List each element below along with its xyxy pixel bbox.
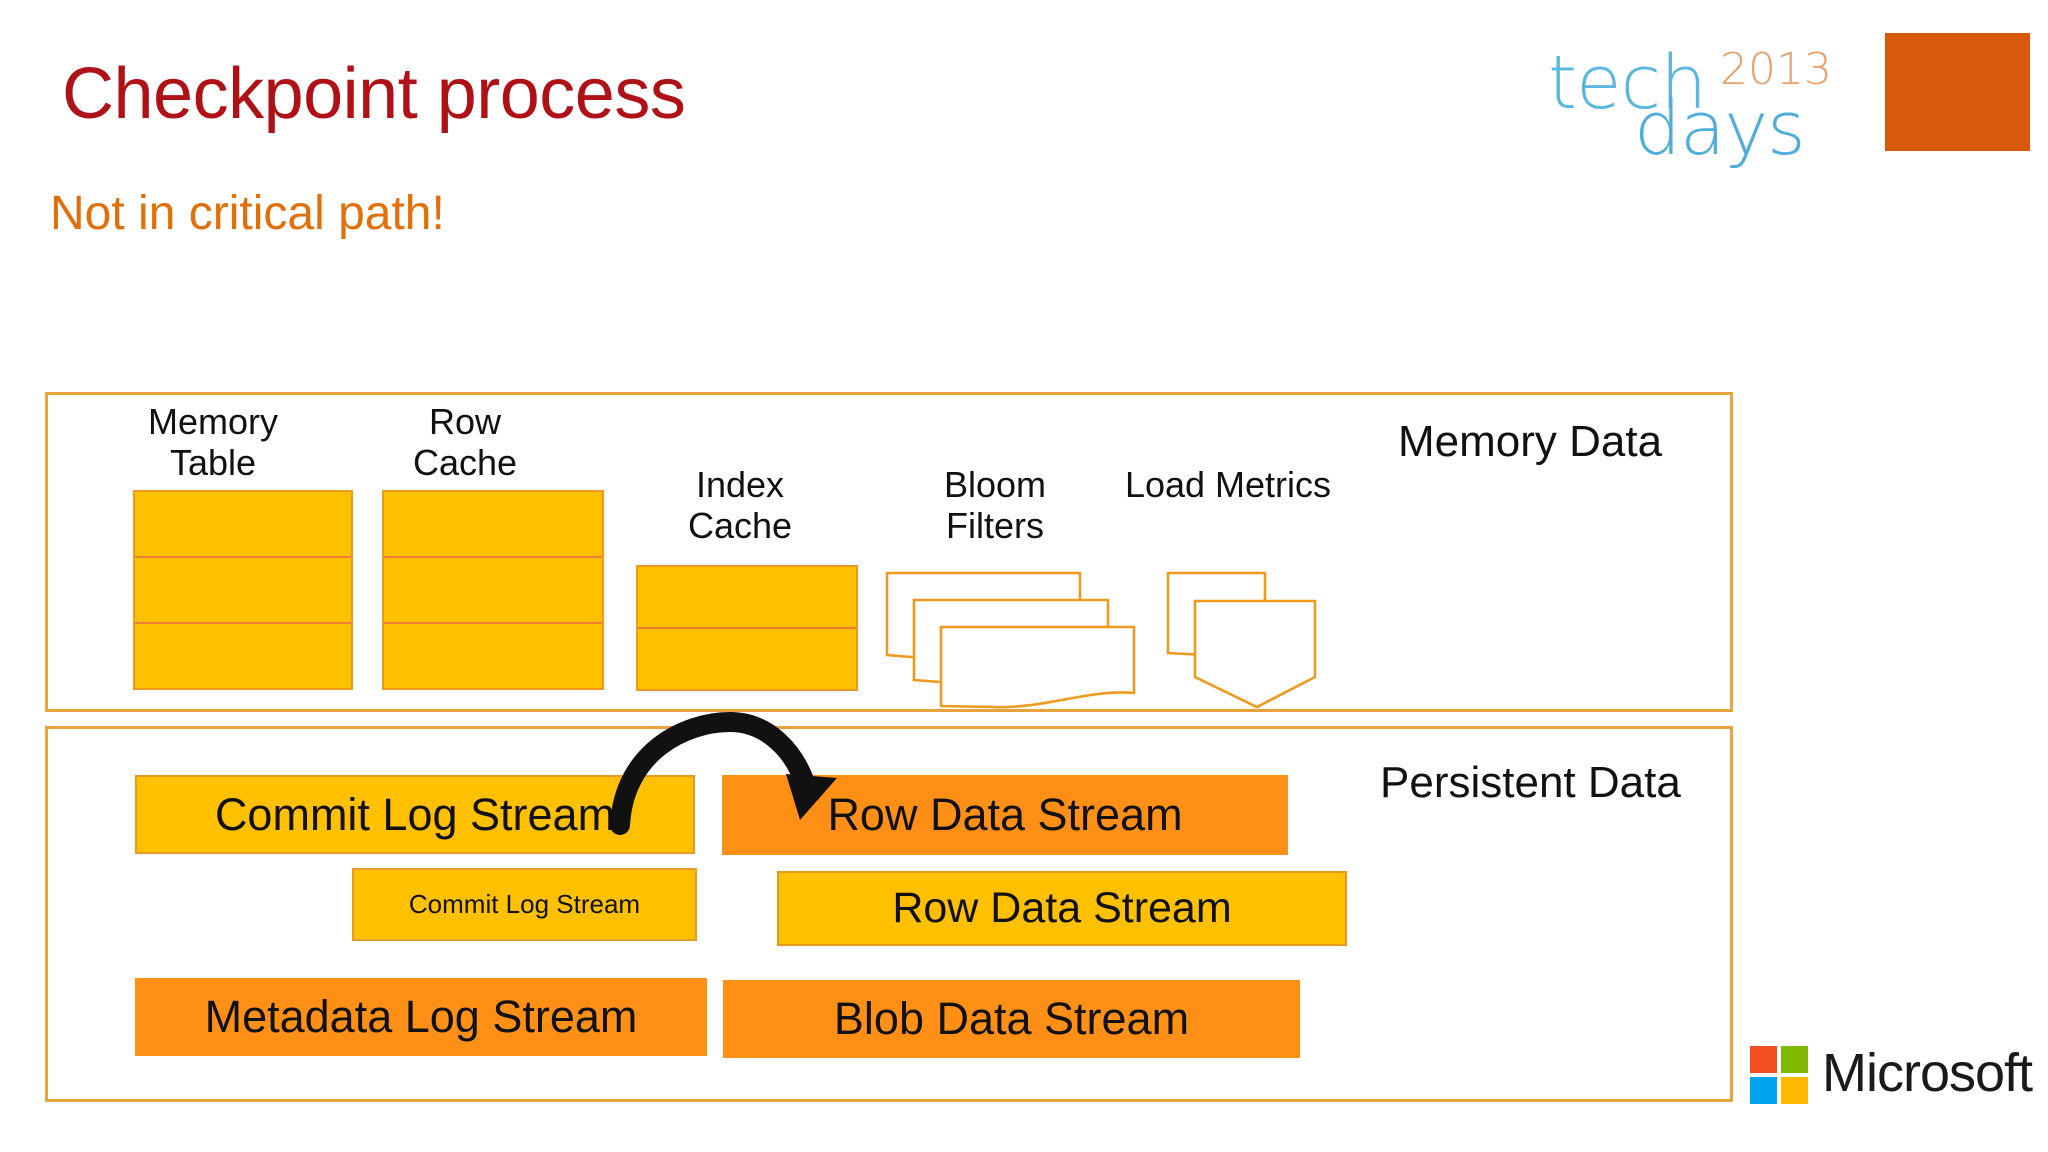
commit-log-stream-bar-large[interactable]: Commit Log Stream	[135, 775, 695, 854]
memory-table-label: Memory Table	[147, 401, 278, 483]
index-cache-box[interactable]	[636, 565, 858, 691]
row-cache-segment	[384, 624, 602, 688]
techdays-logo-year-text: 2013	[1720, 44, 1832, 95]
microsoft-wordmark: Microsoft	[1822, 1043, 2033, 1103]
row-data-stream-bar-orange[interactable]: Row Data Stream	[722, 775, 1288, 855]
memory-table-segment	[135, 492, 351, 558]
memory-data-frame-label: Memory Data	[1398, 417, 1663, 466]
microsoft-logo: Microsoft	[1750, 1042, 2033, 1114]
load-metrics-label: Load Metrics	[1124, 464, 1332, 505]
microsoft-tile-blue	[1750, 1077, 1777, 1104]
techdays-logo-days-text: days	[1634, 86, 1806, 172]
microsoft-tile-green	[1781, 1046, 1808, 1073]
memory-table-segment	[135, 558, 351, 624]
persistent-data-frame-label: Persistent Data	[1380, 758, 1681, 807]
microsoft-tile-yellow	[1781, 1077, 1808, 1104]
bloom-filters-doc-stack[interactable]	[884, 565, 1144, 710]
row-data-stream-bar-yellow[interactable]: Row Data Stream	[777, 871, 1347, 946]
slide-subtitle: Not in critical path!	[50, 187, 445, 240]
index-cache-segment	[638, 567, 856, 629]
microsoft-tile-red	[1750, 1046, 1777, 1073]
bloom-filters-label: Bloom Filters	[943, 464, 1047, 546]
memory-table-box[interactable]	[133, 490, 353, 690]
load-metric-sheet	[1193, 599, 1317, 709]
bloom-filter-sheet	[939, 625, 1136, 709]
row-cache-box[interactable]	[382, 490, 604, 690]
metadata-log-stream-bar[interactable]: Metadata Log Stream	[135, 978, 707, 1056]
techdays-logo: tech 2013 days	[1548, 22, 1898, 172]
techdays-logo-orange-square	[1885, 33, 2030, 151]
row-cache-label: Row Cache	[412, 401, 518, 483]
blob-data-stream-bar[interactable]: Blob Data Stream	[723, 980, 1300, 1058]
row-cache-segment	[384, 558, 602, 624]
commit-log-stream-bar-small[interactable]: Commit Log Stream	[352, 868, 697, 941]
index-cache-segment	[638, 629, 856, 689]
memory-table-segment	[135, 624, 351, 688]
microsoft-logo-tiles	[1750, 1046, 1808, 1104]
page-title: Checkpoint process	[62, 54, 686, 134]
index-cache-label: Index Cache	[687, 464, 793, 546]
row-cache-segment	[384, 492, 602, 558]
techdays-logo-tech-text: tech	[1548, 40, 1707, 126]
load-metrics-doc-stack[interactable]	[1165, 565, 1345, 715]
